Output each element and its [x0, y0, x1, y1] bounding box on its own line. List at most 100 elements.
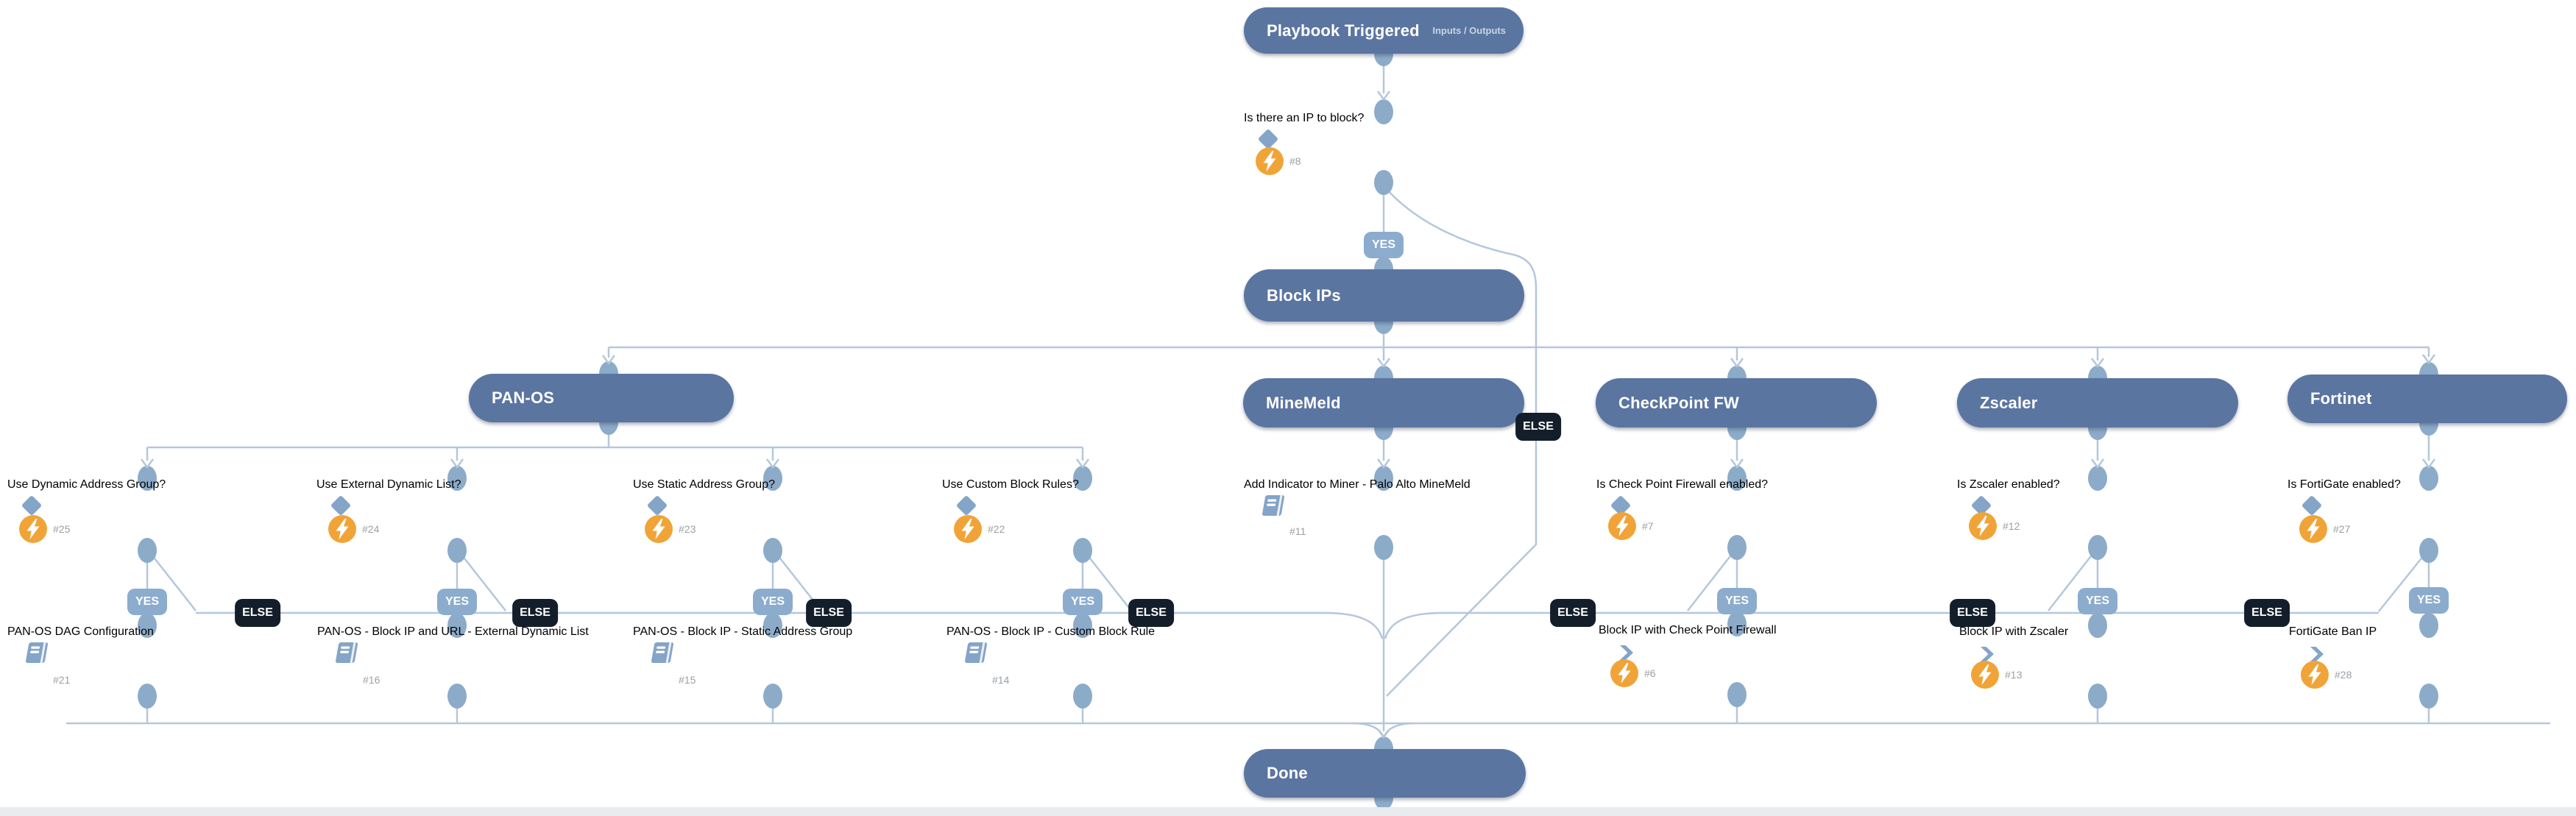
condition-diamond-icon [955, 494, 977, 517]
node-task-13[interactable]: Block IP with Zscaler#13 [1959, 625, 2238, 696]
automation-lightning-icon [1256, 147, 1284, 175]
node-port[interactable] [1073, 466, 1092, 491]
arrowhead-icon [1730, 358, 1744, 368]
node-port[interactable] [763, 684, 782, 709]
node-condition-12[interactable]: Is Zscaler enabled? #12 [1957, 478, 2239, 547]
node-port[interactable] [2088, 535, 2107, 560]
node-task-16[interactable]: PAN-OS - Block IP and URL - External Dyn… [317, 625, 598, 696]
node-port[interactable] [2088, 684, 2107, 709]
node-port[interactable] [1073, 684, 1092, 709]
node-port[interactable] [1727, 466, 1747, 491]
condition-diamond-icon [646, 494, 668, 517]
yes-branch-label: YES [127, 589, 168, 615]
node-port[interactable] [447, 538, 467, 563]
node-port[interactable] [138, 466, 157, 491]
node-port[interactable] [1374, 99, 1393, 124]
task-title: Is Zscaler enabled? [1957, 478, 2060, 491]
else-branch-label: ELSE [1950, 599, 1995, 627]
node-port[interactable] [1073, 538, 1092, 563]
node-checkpoint-fw[interactable]: CheckPoint FW [1596, 378, 1877, 427]
task-title: Is there an IP to block? [1244, 112, 1365, 124]
arrowhead-icon [1075, 458, 1090, 469]
node-port[interactable] [447, 613, 467, 638]
node-port[interactable] [2419, 613, 2438, 638]
node-condition-23[interactable]: Use Static Address Group?#23 [633, 478, 915, 550]
task-number: #22 [988, 523, 1005, 535]
node-condition-7[interactable]: Is Check Point Firewall enabled?#7 [1596, 478, 1878, 547]
task-title: PAN-OS - Block IP and URL - External Dyn… [317, 625, 589, 638]
arrowhead-icon [601, 355, 616, 365]
node-port[interactable] [447, 466, 467, 491]
section-title: Done [1267, 764, 1308, 782]
node-port[interactable] [138, 538, 157, 563]
automation-lightning-icon [2301, 661, 2329, 689]
node-task-6[interactable]: Block IP with Check Point Firewall#6 [1599, 624, 1878, 695]
section-title: Block IPs [1267, 285, 1341, 305]
node-condition-25[interactable]: Use Dynamic Address Group?#25 [7, 478, 289, 550]
node-port[interactable] [1073, 613, 1092, 638]
node-condition-24[interactable]: Use External Dynamic List? #24 [316, 478, 598, 550]
node-port[interactable] [2088, 466, 2107, 491]
node-port[interactable] [2088, 613, 2107, 638]
node-port[interactable] [763, 466, 782, 491]
automation-lightning-icon [328, 515, 356, 543]
yes-branch-label: YES [1062, 589, 1103, 615]
node-task-15[interactable]: PAN-OS - Block IP - Static Address Group… [633, 625, 915, 696]
node-task-14[interactable]: PAN-OS - Block IP - Custom Block Rule#14 [946, 625, 1224, 696]
section-title: PAN-OS [492, 389, 555, 407]
yes-branch-label: YES [436, 589, 478, 615]
task-number: #8 [1289, 155, 1301, 167]
node-done[interactable]: Done [1244, 749, 1526, 798]
else-branch-label: ELSE [235, 599, 280, 627]
node-port[interactable] [1727, 611, 1747, 636]
node-port[interactable] [447, 684, 467, 709]
node-block-ips[interactable]: Block IPs [1244, 269, 1524, 322]
condition-diamond-icon [1257, 128, 1279, 150]
yes-branch-label: YES [2408, 587, 2449, 614]
node-port[interactable] [1727, 682, 1747, 707]
subplaybook-book-icon [646, 640, 676, 665]
task-title: Use Custom Block Rules? [942, 478, 1079, 491]
node-port[interactable] [1374, 535, 1393, 560]
node-task-11[interactable]: Add Indicator to Miner - Palo Alto MineM… [1244, 478, 1525, 547]
node-port[interactable] [1727, 535, 1747, 560]
arrowhead-icon [2421, 354, 2436, 364]
subplaybook-book-icon [960, 640, 989, 665]
node-port[interactable] [763, 538, 782, 563]
yes-branch-label: YES [2077, 588, 2118, 614]
node-fortinet[interactable]: Fortinet [2287, 375, 2567, 423]
node-port[interactable] [1374, 466, 1393, 491]
node-task-28[interactable]: FortiGate Ban IP#28 [2289, 625, 2569, 696]
node-port[interactable] [2419, 684, 2438, 709]
node-pan-os[interactable]: PAN-OS [469, 374, 734, 422]
inputs-outputs-link[interactable]: Inputs / Outputs [1432, 25, 1506, 36]
node-port[interactable] [1374, 170, 1393, 195]
task-number: #12 [2003, 520, 2020, 532]
task-title: Use External Dynamic List? [316, 478, 461, 491]
task-title: Is Check Point Firewall enabled? [1596, 478, 1769, 491]
node-condition-27[interactable]: Is FortiGate enabled?#27 [2287, 478, 2570, 550]
node-port[interactable] [763, 613, 782, 638]
node-zscaler[interactable]: Zscaler [1957, 378, 2238, 427]
node-port[interactable] [2419, 538, 2438, 563]
node-port[interactable] [2419, 466, 2438, 491]
else-branch-label: ELSE [2244, 599, 2290, 627]
task-title: Use Dynamic Address Group? [7, 478, 166, 491]
node-condition-8[interactable]: Is there an IP to block? #8 [1244, 112, 1524, 182]
task-number: #28 [2335, 669, 2352, 681]
node-task-21[interactable]: PAN-OS DAG Configuration#21 [7, 625, 289, 696]
node-minemeld[interactable]: MineMeld [1243, 378, 1524, 427]
node-condition-22[interactable]: Use Custom Block Rules? #22 [942, 478, 1223, 550]
yes-branch-label: YES [1363, 232, 1404, 258]
task-title: PAN-OS DAG Configuration [7, 625, 154, 638]
automation-lightning-icon [19, 515, 47, 543]
task-number: #24 [362, 523, 380, 535]
task-number: #14 [992, 674, 1010, 686]
automation-lightning-icon [1971, 661, 1999, 689]
horizontal-scrollbar[interactable] [0, 807, 2576, 816]
subplaybook-book-icon [1257, 493, 1287, 518]
node-port[interactable] [138, 684, 157, 709]
node-port[interactable] [138, 613, 157, 638]
